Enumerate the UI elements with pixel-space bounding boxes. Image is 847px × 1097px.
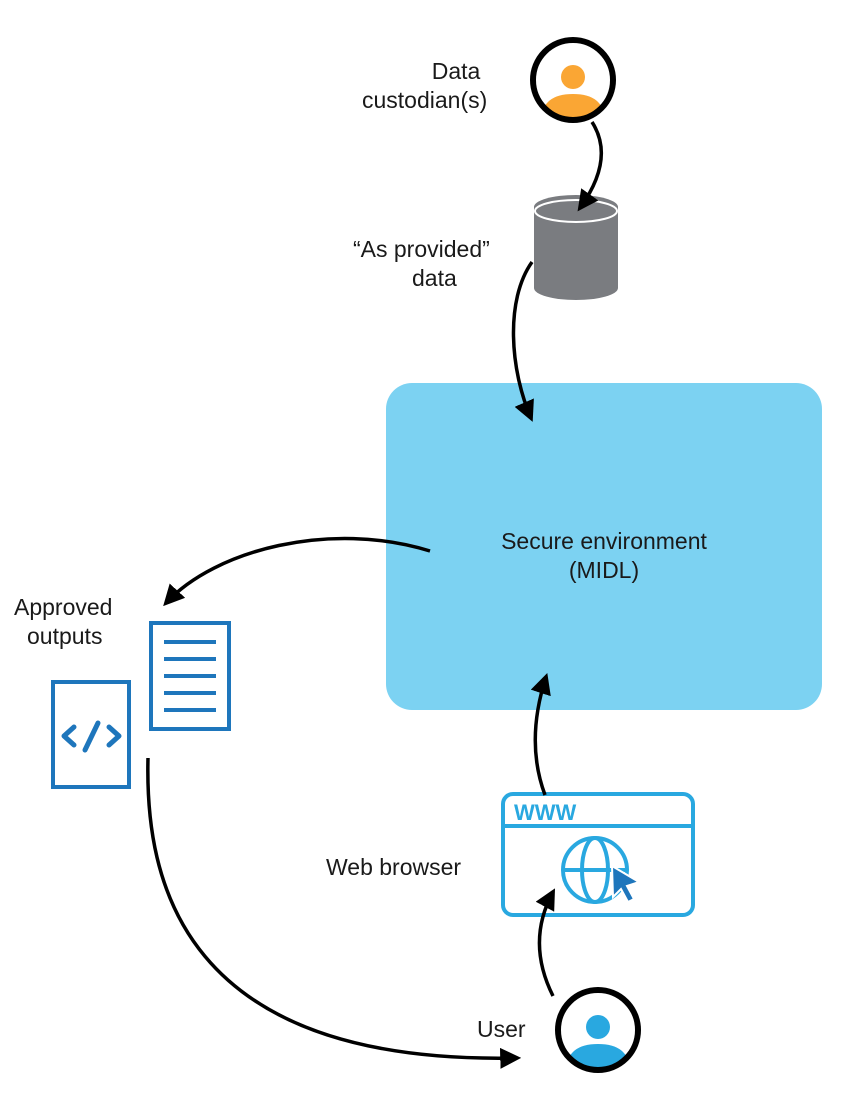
custodian-label-line2: custodian(s) xyxy=(362,87,488,113)
custodian-label-line1: Data xyxy=(431,58,481,84)
browser-label: Web browser xyxy=(326,854,462,880)
arrow-custodian-to-data xyxy=(577,121,604,212)
code-file-icon xyxy=(51,680,131,789)
secure-environment-box xyxy=(386,383,822,710)
environment-label-line2: (MIDL) xyxy=(568,557,640,583)
document-icon xyxy=(149,621,231,731)
arrow-environment-to-outputs xyxy=(163,536,431,607)
cursor-pointer-icon xyxy=(610,864,642,904)
raw-data-label-line1: “As provided” xyxy=(353,236,490,262)
database-icon xyxy=(534,195,618,300)
arrow-data-to-environment xyxy=(511,260,534,422)
environment-label-line1: Secure environment xyxy=(501,528,707,554)
custodian-person-icon xyxy=(530,37,616,123)
outputs-label-line2: outputs xyxy=(27,623,103,649)
custodian-label: Data xyxy=(408,57,504,86)
arrow-outputs-to-user xyxy=(146,757,522,1069)
arrow-browser-to-environment xyxy=(530,673,551,796)
raw-data-label-line2: data xyxy=(412,265,457,291)
browser-window-icon: WWW xyxy=(501,792,695,917)
outputs-label-line1: Approved xyxy=(14,594,113,620)
user-person-icon xyxy=(555,987,641,1073)
arrow-user-to-browser xyxy=(535,888,556,997)
user-label: User xyxy=(477,1016,526,1042)
browser-url-text: WWW xyxy=(514,800,577,825)
